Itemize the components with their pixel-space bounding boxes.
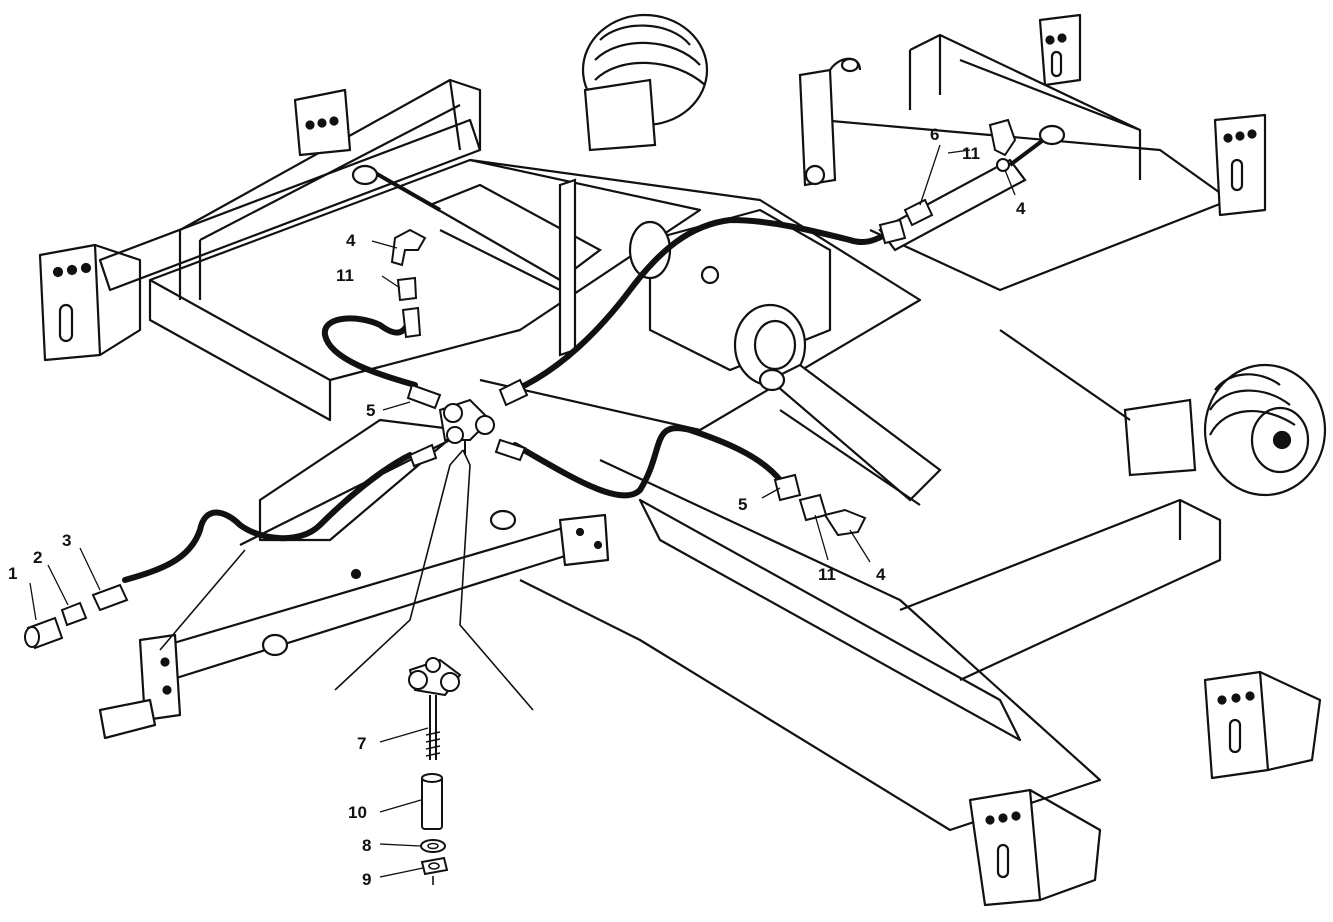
bolt-7 xyxy=(425,695,441,760)
hitch-tongue xyxy=(148,518,602,682)
front-arch xyxy=(899,498,1222,681)
label-11-right: 11 xyxy=(962,144,980,163)
left-cylinder-hose xyxy=(321,315,418,388)
left-wing-front-rail xyxy=(98,118,482,292)
label-4-front: 4 xyxy=(876,565,886,584)
nut-9 xyxy=(420,856,449,876)
upper-right-foot-plate xyxy=(1038,13,1082,87)
fitting-4-front-elbow xyxy=(823,508,867,537)
exploded-detail xyxy=(159,449,534,885)
fitting-5-right xyxy=(498,378,529,407)
vertical-lift-bar xyxy=(558,178,577,357)
left-hydraulic-cylinder xyxy=(351,164,603,291)
right-foot-plate xyxy=(1213,113,1267,217)
fitting-5-left xyxy=(406,383,442,410)
fitting-11-right xyxy=(903,198,934,227)
fitting-5-front xyxy=(494,438,527,462)
label-9: 9 xyxy=(362,870,371,889)
front-foot-plate-right xyxy=(1203,670,1322,780)
mower-frame xyxy=(38,13,1322,907)
washer-8 xyxy=(420,839,446,853)
left-wing-deck xyxy=(148,158,702,382)
front-wing-rail xyxy=(638,498,1022,742)
grease-cup xyxy=(489,509,517,531)
label-11-left: 11 xyxy=(336,266,354,285)
fitting-2-adapter xyxy=(60,601,88,627)
fitting-3-hose-end xyxy=(91,583,129,612)
fitting-11-front xyxy=(798,493,828,522)
front-foot-plate-bottom xyxy=(968,788,1102,907)
label-1: 1 xyxy=(8,564,17,583)
center-deck xyxy=(469,158,922,432)
left-foot-plate xyxy=(38,243,142,362)
label-4-right: 4 xyxy=(1016,199,1026,218)
supply-hose xyxy=(122,452,413,583)
label-8: 8 xyxy=(362,836,371,855)
front-hydraulic-cylinder xyxy=(758,363,942,506)
jack-stand xyxy=(261,633,289,657)
fitting-4-left-elbow xyxy=(390,228,427,267)
part-labels: 1 2 3 4 11 5 6 11 4 5 11 4 7 10 8 9 xyxy=(8,125,1026,889)
tongue-bracket xyxy=(558,513,610,567)
label-2: 2 xyxy=(33,548,42,567)
fitting-11-left xyxy=(396,276,418,302)
fitting-6-right xyxy=(878,218,907,245)
label-11-front: 11 xyxy=(818,565,836,584)
hydraulic-fittings xyxy=(24,118,1017,650)
label-10: 10 xyxy=(348,803,367,822)
left-arch xyxy=(178,78,482,300)
rear-wheel-hub xyxy=(583,78,657,152)
fitting-5-front-cyl xyxy=(773,473,802,502)
spacer-10 xyxy=(421,773,443,830)
hydraulic-cross-tee xyxy=(438,398,495,455)
gearbox xyxy=(628,208,832,387)
fitting-4-right-elbow xyxy=(988,118,1017,157)
fitting-left-hose-end xyxy=(401,306,422,339)
right-cylinder-hose xyxy=(512,216,888,393)
label-3: 3 xyxy=(62,531,71,550)
label-7: 7 xyxy=(357,734,366,753)
rear-wheel xyxy=(581,13,709,152)
fitting-5-lower xyxy=(408,443,438,468)
upper-left-foot-plate xyxy=(293,88,352,157)
label-5-left: 5 xyxy=(366,401,375,420)
label-6: 6 xyxy=(930,125,939,144)
right-wheel-hub xyxy=(1123,398,1197,477)
detail-callout-left xyxy=(334,449,464,691)
detail-callout-right xyxy=(459,449,534,711)
label-5-front: 5 xyxy=(738,495,747,514)
hydraulic-hoses xyxy=(122,216,888,583)
leader-lines xyxy=(29,144,1016,878)
detail-cross-fitting xyxy=(408,657,462,697)
hitch-callout xyxy=(159,549,246,651)
front-cylinder-hose xyxy=(512,425,783,499)
left-cover-plate xyxy=(258,418,462,542)
right-hydraulic-cylinder xyxy=(878,124,1066,252)
hitch-clevis xyxy=(98,633,182,740)
right-wheel xyxy=(999,329,1327,497)
rear-lift-link xyxy=(798,57,862,187)
right-arch xyxy=(908,33,1142,180)
label-4-left: 4 xyxy=(346,231,356,250)
